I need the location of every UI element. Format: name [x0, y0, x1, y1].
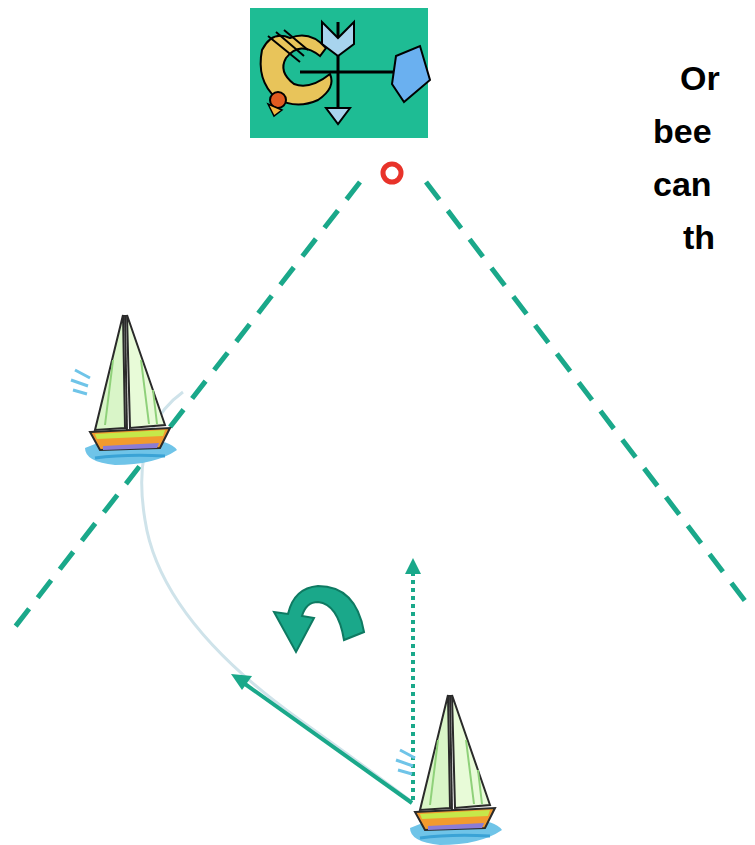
no-go-boundary — [8, 182, 360, 636]
slide-text: can — [653, 166, 712, 203]
arrow-head — [231, 674, 252, 690]
no-go-boundary — [426, 182, 752, 610]
wind-point — [383, 164, 401, 182]
slide-text: bee — [653, 113, 712, 150]
slide-text: Or — [680, 60, 720, 97]
weather-vane — [250, 8, 430, 138]
sailboat — [71, 315, 177, 465]
boat-track — [142, 392, 412, 802]
sailboat — [396, 695, 502, 845]
arrow-head — [405, 558, 421, 574]
turn-arrow — [274, 586, 364, 652]
slide-text: th — [683, 219, 715, 256]
heading-arrow — [245, 684, 412, 803]
